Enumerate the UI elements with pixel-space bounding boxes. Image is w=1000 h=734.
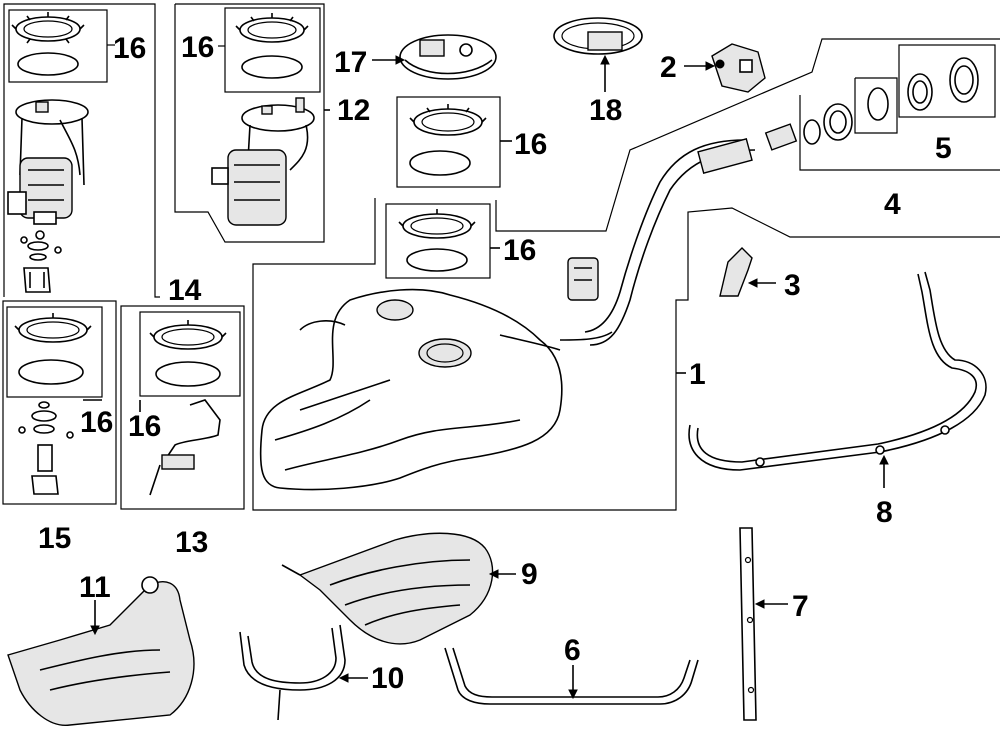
seal-ring-group-1 xyxy=(398,209,476,272)
part-18-bracket xyxy=(553,17,643,55)
callout-16-group-14: 16 xyxy=(113,32,146,65)
part-2-valve xyxy=(711,43,766,93)
callout-16-group-12: 16 xyxy=(181,31,214,64)
callout-2: 2 xyxy=(660,51,677,84)
part-6-strap xyxy=(444,647,699,705)
part-3-hose xyxy=(719,247,753,297)
small-parts-15 xyxy=(18,401,74,495)
fuel-pump-module-12 xyxy=(211,97,315,226)
callout-9: 9 xyxy=(521,558,538,591)
part-17-cover xyxy=(399,34,497,80)
group-13-box xyxy=(120,305,245,510)
leader-lines xyxy=(83,54,889,700)
callout-7: 7 xyxy=(792,590,809,623)
seal-ring-group-14 xyxy=(11,12,85,76)
group-1-box xyxy=(252,198,1000,511)
seal-ring-middle xyxy=(409,104,487,176)
part-8-strap xyxy=(688,271,987,471)
group-15-box xyxy=(2,300,117,505)
group-4-box xyxy=(495,38,1000,232)
part-5-caps xyxy=(907,57,979,111)
callout-8: 8 xyxy=(876,496,893,529)
callout-14: 14 xyxy=(168,274,202,307)
seal-ring-group-13 xyxy=(149,320,227,387)
callout-16-group-13: 16 xyxy=(128,410,161,443)
callout-4: 4 xyxy=(884,188,901,221)
filler-pipe xyxy=(584,138,756,346)
callout-11: 11 xyxy=(79,571,111,604)
part-9-heat-shield xyxy=(281,532,494,645)
callout-16-middle: 16 xyxy=(514,128,547,161)
part-10-strap xyxy=(239,624,346,721)
group-12-box xyxy=(174,3,325,243)
callout-16-group-1: 16 xyxy=(503,234,536,267)
callout-5: 5 xyxy=(935,132,952,165)
group-16-box-middle xyxy=(396,96,501,188)
callout-12: 12 xyxy=(337,94,370,127)
seal-ring-group-12 xyxy=(235,13,309,79)
callout-18: 18 xyxy=(589,94,622,127)
seal-ring-group-15 xyxy=(14,313,92,385)
callout-13: 13 xyxy=(175,526,208,559)
callout-10: 10 xyxy=(371,662,404,695)
part-7-bar xyxy=(739,527,757,721)
callout-15: 15 xyxy=(38,522,71,555)
part-4-filler-neck-parts xyxy=(764,87,889,151)
callout-3: 3 xyxy=(784,269,801,302)
group-14-box xyxy=(3,3,160,298)
part-11-undercover xyxy=(7,576,195,726)
callout-17: 17 xyxy=(334,46,367,79)
callout-16-group-15: 16 xyxy=(80,406,113,439)
fuel-tank xyxy=(259,288,613,491)
fuel-sender-13 xyxy=(149,399,221,496)
callout-6: 6 xyxy=(564,634,581,667)
vent-bracket xyxy=(567,257,599,301)
fuel-pump-module-14 xyxy=(7,99,89,293)
callout-1: 1 xyxy=(689,358,706,391)
